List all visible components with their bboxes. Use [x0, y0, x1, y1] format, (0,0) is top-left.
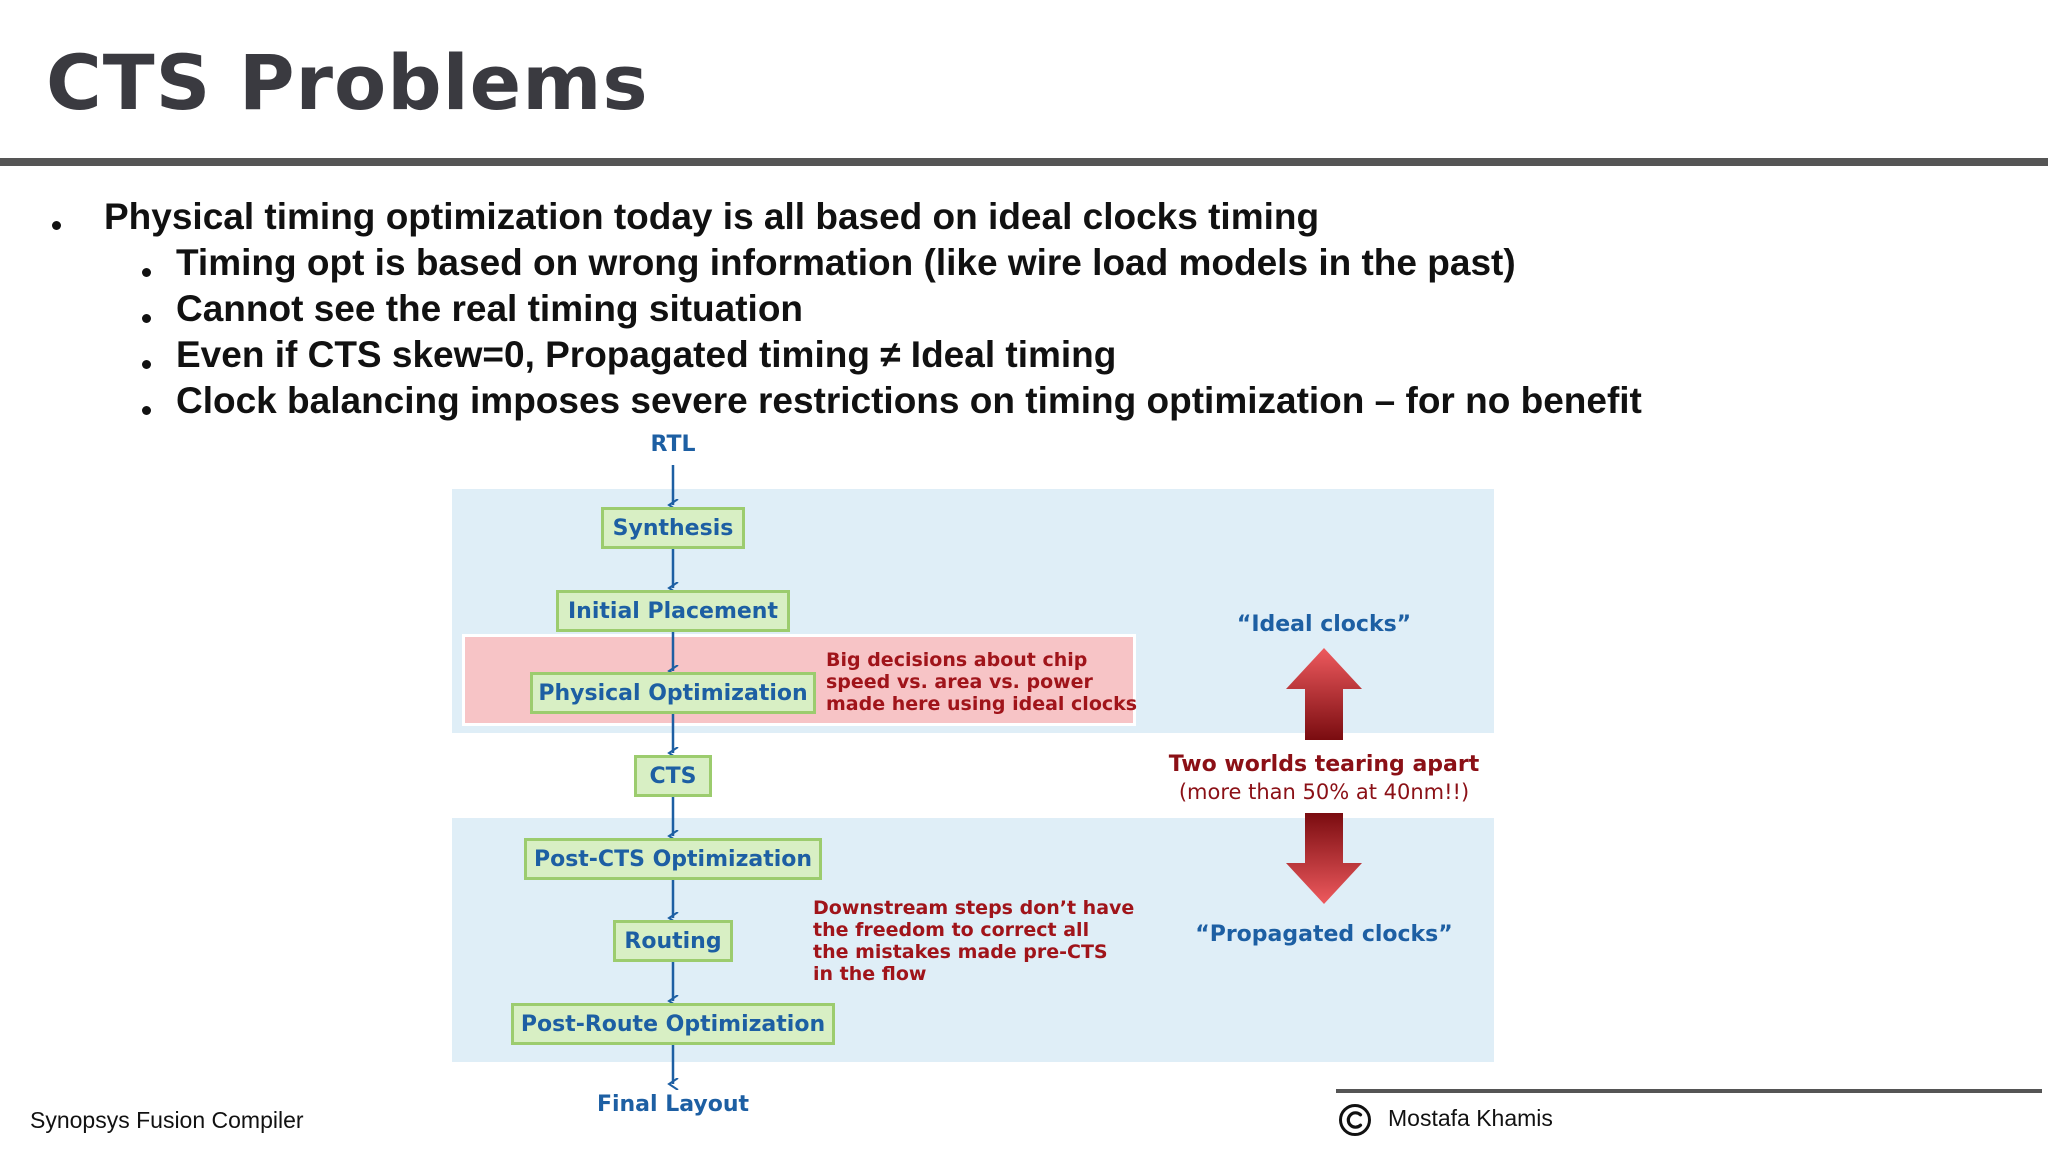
note-ideal-decisions: Big decisions about chip speed vs. area …	[826, 649, 1137, 715]
flow-start-rtl: RTL	[650, 432, 696, 457]
step-synthesis: Synthesis	[601, 507, 745, 549]
footer-author: Mostafa Khamis	[1388, 1105, 1553, 1131]
copyright-icon	[1339, 1104, 1371, 1136]
ideal-clocks-label: “Ideal clocks”	[1236, 612, 1412, 637]
arrow-down-icon	[1286, 813, 1362, 904]
flow-end-final-layout: Final Layout	[596, 1092, 750, 1117]
bullet-dot	[142, 360, 151, 369]
step-physical-optimization: Physical Optimization	[530, 672, 816, 714]
sub-bullet-item: Cannot see the real timing situation	[176, 288, 804, 329]
arrow-up-icon	[1286, 648, 1362, 740]
note-line: Downstream steps don’t have	[813, 897, 1135, 919]
sub-bullet-item: Clock balancing imposes severe restricti…	[176, 380, 1642, 421]
note-line: the mistakes made pre-CTS	[813, 941, 1108, 963]
step-post-cts-optimization: Post-CTS Optimization	[524, 838, 822, 880]
bullet-dot	[142, 314, 151, 323]
worlds-caption: Two worlds tearing apart (more than 50% …	[1164, 752, 1484, 804]
bullet-dot	[52, 221, 61, 230]
propagated-clocks-label: “Propagated clocks”	[1195, 922, 1453, 947]
note-line: made here using ideal clocks	[826, 693, 1138, 715]
step-post-route-optimization: Post-Route Optimization	[511, 1003, 835, 1045]
worlds-title: Two worlds tearing apart	[1168, 752, 1480, 777]
note-downstream: Downstream steps don’t have the freedom …	[813, 897, 1134, 985]
step-cts: CTS	[634, 755, 712, 797]
footer-source: Synopsys Fusion Compiler	[30, 1107, 304, 1133]
slide-title: CTS Problems	[46, 38, 649, 127]
title-divider	[0, 158, 2048, 166]
bullet-dot	[142, 406, 151, 415]
note-line: speed vs. area vs. power	[826, 671, 1093, 693]
step-routing: Routing	[613, 920, 733, 962]
bullet-item: Physical timing optimization today is al…	[104, 196, 1320, 237]
note-line: in the flow	[813, 963, 927, 985]
footer-divider	[1336, 1089, 2042, 1093]
note-line: the freedom to correct all	[813, 919, 1090, 941]
note-line: Big decisions about chip	[826, 649, 1088, 671]
worlds-subtitle: (more than 50% at 40nm!!)	[1178, 780, 1470, 804]
bullet-dot	[142, 268, 151, 277]
sub-bullet-item: Timing opt is based on wrong information…	[176, 242, 1516, 283]
step-initial-placement: Initial Placement	[556, 590, 790, 632]
sub-bullet-item: Even if CTS skew=0, Propagated timing ≠ …	[176, 334, 1117, 375]
